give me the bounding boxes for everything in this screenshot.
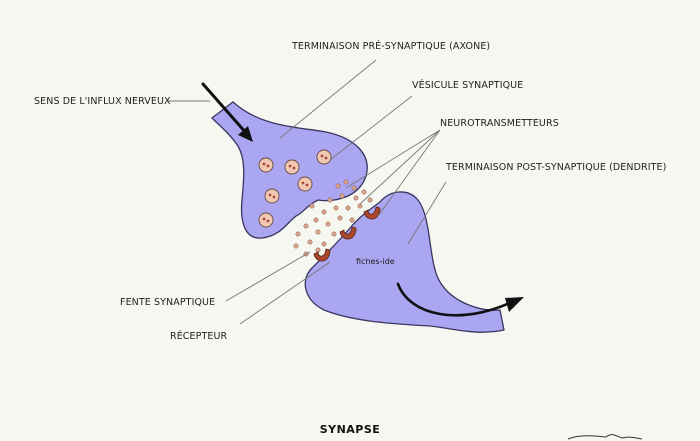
- curved-arrow-right-icon-head: [505, 297, 524, 312]
- label-receptor: RÉCEPTEUR: [170, 330, 228, 342]
- vesicle: [264, 188, 280, 204]
- leader-lines: [168, 59, 447, 325]
- vesicle: [297, 176, 313, 192]
- vesicle: [258, 212, 274, 228]
- receptor: [339, 226, 357, 240]
- signature: [567, 434, 643, 440]
- diagram-title: SYNAPSE: [320, 423, 381, 436]
- watermark: fiches-ide: [356, 257, 395, 266]
- curved-arrow-right-icon: [396, 282, 514, 317]
- label-presynaptic: TERMINAISON PRÉ-SYNAPTIQUE (AXONE): [291, 40, 490, 52]
- label-impulse-direction: SENS DE L'INFLUX NERVEUX: [34, 96, 171, 107]
- arrow-down-right-icon-head: [238, 126, 253, 142]
- vesicle: [316, 149, 332, 165]
- receptors: [313, 206, 381, 262]
- receptor: [313, 248, 331, 262]
- label-synaptic-cleft: FENTE SYNAPTIQUE: [120, 297, 215, 308]
- label-postsynaptic: TERMINAISON POST-SYNAPTIQUE (DENDRITE): [445, 162, 666, 173]
- label-vesicle: VÉSICULE SYNAPTIQUE: [412, 79, 523, 91]
- label-neurotransmitters: NEUROTRANSMETTEURS: [440, 118, 559, 129]
- receptor: [363, 206, 381, 220]
- vesicle: [284, 159, 300, 175]
- postsynaptic-terminal: [304, 191, 505, 333]
- vesicle: [258, 157, 274, 173]
- synaptic-vesicles: [258, 149, 332, 228]
- neurotransmitters: [293, 179, 373, 257]
- arrow-down-right-icon: [201, 82, 249, 136]
